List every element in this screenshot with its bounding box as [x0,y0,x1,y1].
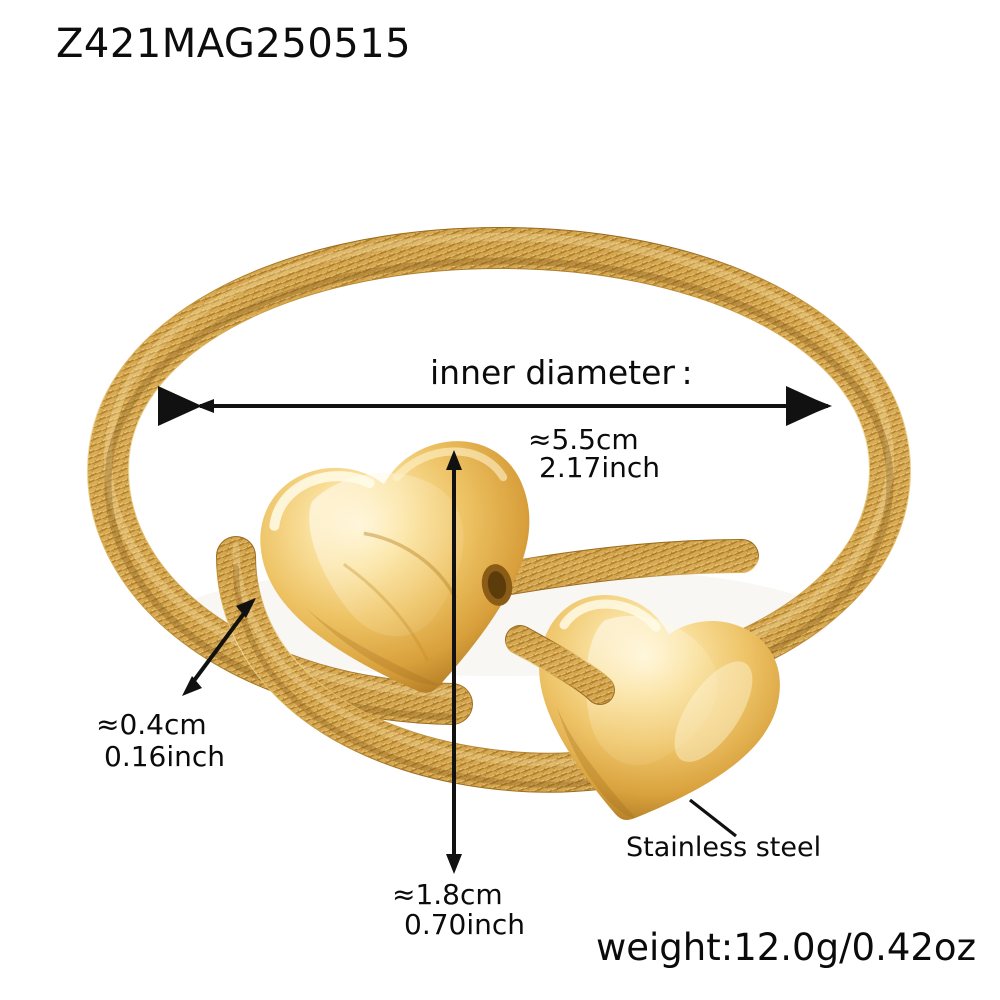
inner-diameter-inch: 2.17inch [539,451,661,484]
band-thickness-arrow [188,606,250,688]
material-label: Stainless steel [626,832,822,863]
dimension-arrows [158,386,832,874]
band-thickness-inch: 0.16inch [104,740,226,773]
band-thickness-cm: ≈0.4cm [96,708,207,741]
height-inch: 0.70inch [404,908,526,941]
inner-diameter-cm: ≈5.5cm [528,423,639,456]
leader-line [689,798,737,838]
inner-diameter-label: inner diameter : [430,353,693,392]
heart-pendant-upper [260,441,530,693]
weight-label: weight:12.0g/0.42oz [596,926,976,969]
product-sku-label: Z421MAG250515 [56,21,412,67]
height-cm: ≈1.8cm [392,878,503,911]
heart-pendant-lower [539,595,780,821]
band-link-segment [505,625,615,705]
band-thread-hole [481,564,513,606]
